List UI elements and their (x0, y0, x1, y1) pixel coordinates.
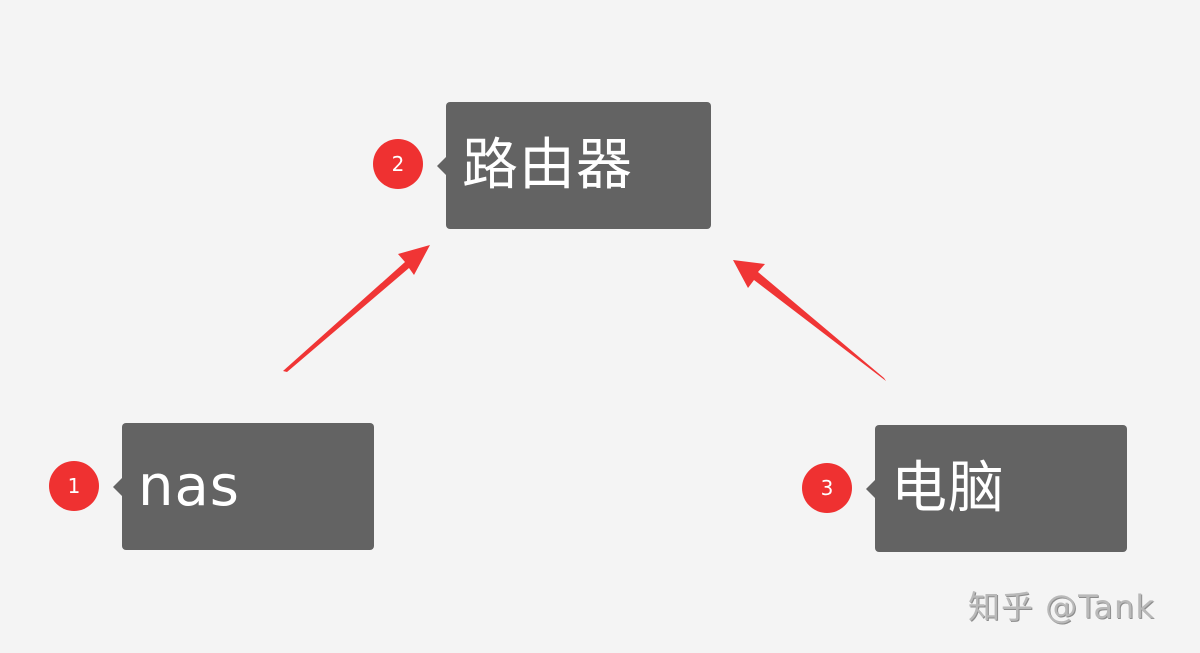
node-label-computer: 电脑 (891, 455, 1005, 521)
node-computer[interactable]: 电脑 (866, 425, 1127, 552)
step-badge-1: 1 (49, 461, 99, 511)
watermark: 知乎 @Tank (968, 588, 1155, 626)
arrow-nas-to-router (283, 245, 430, 372)
node-label-nas: nas (138, 453, 240, 519)
node-label-router: 路由器 (462, 132, 633, 198)
arrow-computer-to-router (733, 260, 886, 381)
node-router[interactable]: 路由器 (437, 102, 711, 229)
step-badge-2: 2 (373, 139, 423, 189)
node-nas[interactable]: nas (113, 423, 374, 550)
step-badge-3: 3 (802, 463, 852, 513)
